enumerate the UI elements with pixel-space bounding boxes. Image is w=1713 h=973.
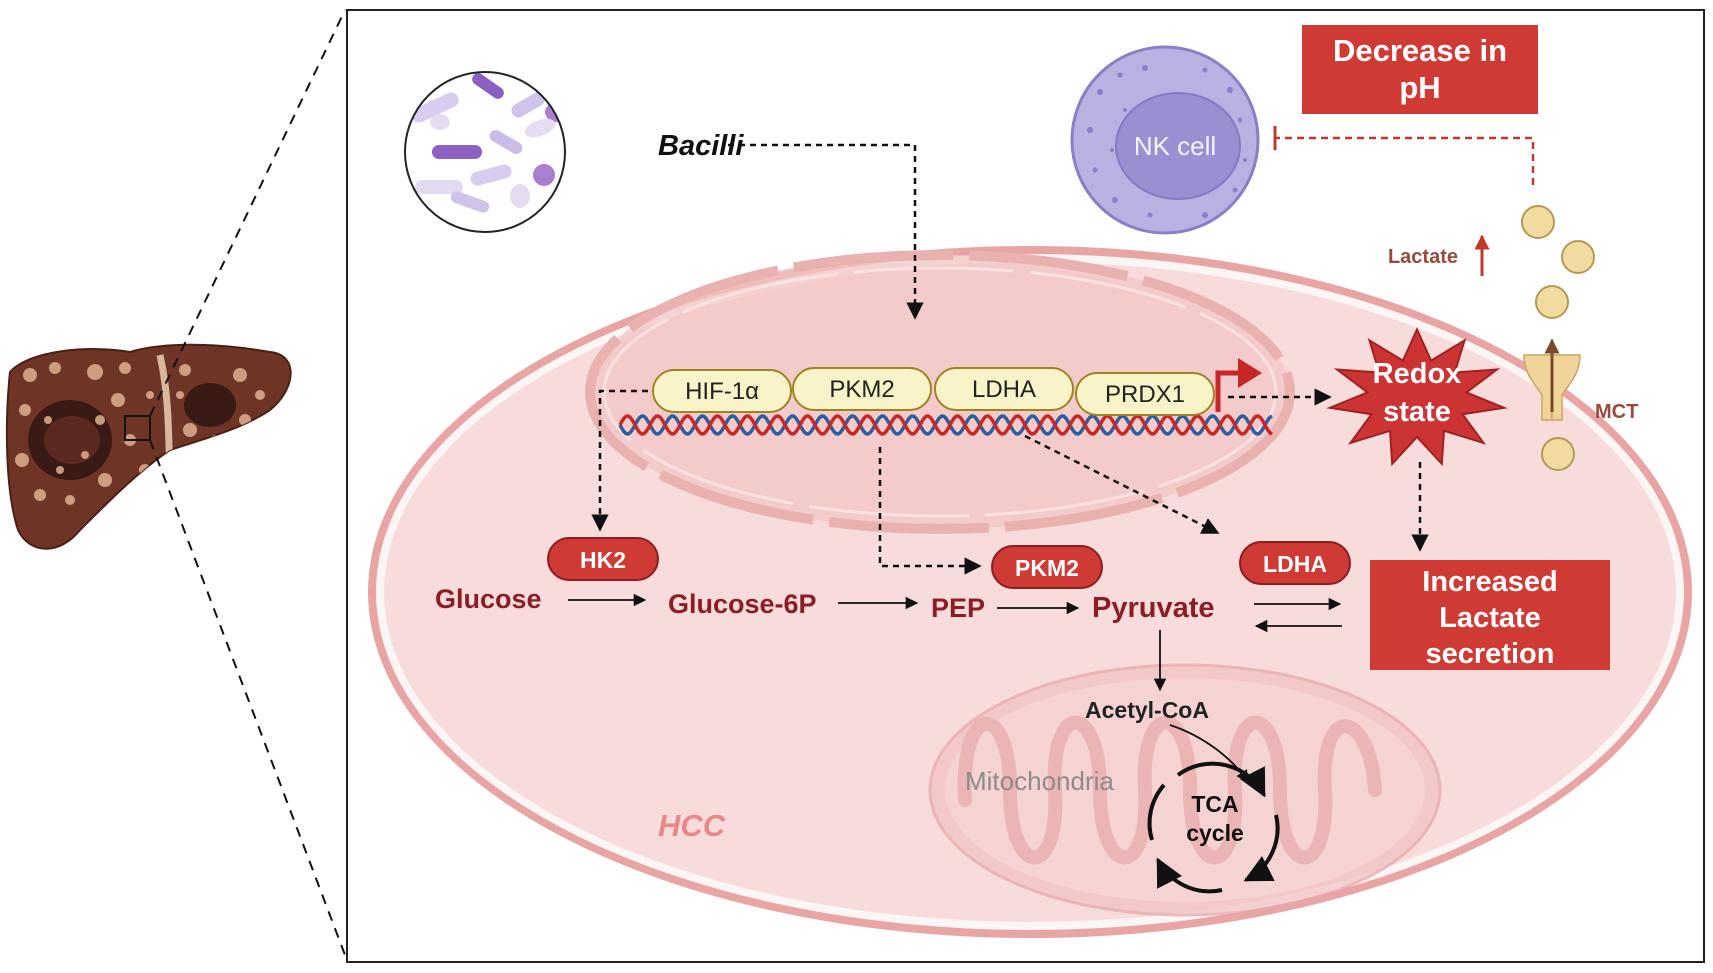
- bacilli-to-genes-arrow: [728, 143, 924, 320]
- tca-line1: TCA: [1191, 791, 1238, 817]
- ldha-gene-to-enzyme-arrow: [1024, 434, 1220, 535]
- zoom-line-top: [149, 9, 346, 417]
- gene-ldha-label: LDHA: [972, 376, 1036, 403]
- enzyme-pkm2: PKM2: [991, 545, 1103, 589]
- gene-ldha: LDHA: [934, 367, 1074, 411]
- bacteria-circle-icon: [404, 71, 566, 233]
- decrease-ph-line1: Decrease in: [1333, 33, 1507, 68]
- zoom-frame: [346, 9, 1705, 963]
- gene-prdx1-label: PRDX1: [1105, 381, 1185, 408]
- decrease-ph-line2: pH: [1399, 70, 1440, 105]
- mct-transporter-icon: [1523, 338, 1581, 421]
- increased-lactate-box: Increased Lactate secretion: [1370, 560, 1610, 670]
- glucose-label: Glucose: [435, 584, 542, 614]
- nk-cell-label: NK cell: [1134, 131, 1216, 161]
- gene-prdx1: PRDX1: [1075, 372, 1215, 416]
- tca-line2: cycle: [1186, 820, 1244, 846]
- acetyl-coa-label: Acetyl-CoA: [1085, 697, 1209, 723]
- enzyme-ldha: LDHA: [1239, 541, 1351, 585]
- dna-helix-icon: [618, 414, 1273, 436]
- redox-line1: Redox: [1373, 358, 1462, 390]
- gene-hif1a: HIF-1α: [652, 369, 792, 413]
- mitochondria-icon: [928, 663, 1442, 917]
- tca-cycle-icon: TCA cycle: [1147, 761, 1280, 894]
- lactate-molecules: [1521, 205, 1595, 471]
- increased-lactate-line1: Increased: [1422, 566, 1557, 598]
- liver-icon: [5, 343, 292, 550]
- hcc-label: HCC: [658, 808, 726, 843]
- glucose6p-label: Glucose-6P: [668, 589, 817, 619]
- redox-line2: state: [1383, 396, 1451, 428]
- mitochondria-label: Mitochondria: [965, 766, 1114, 796]
- increased-lactate-line2: Lactate: [1439, 602, 1541, 634]
- enzyme-ldha-label: LDHA: [1263, 551, 1327, 577]
- gene-pkm2-label: PKM2: [829, 376, 894, 403]
- zoom-line-bottom: [149, 439, 346, 956]
- pyruvate-label: Pyruvate: [1092, 592, 1215, 624]
- enzyme-hk2: HK2: [547, 537, 659, 581]
- pep-label: PEP: [931, 593, 985, 623]
- hif1a-to-hk2-arrow: [591, 389, 648, 532]
- redox-star-icon: Redox state: [1326, 326, 1508, 467]
- gene-pkm2: PKM2: [792, 367, 932, 411]
- decrease-ph-box: Decrease in pH: [1302, 25, 1538, 114]
- gene-hif1a-label: HIF-1α: [685, 378, 759, 405]
- mct-label: MCT: [1595, 401, 1638, 423]
- transcription-arrow-icon: [1215, 358, 1262, 412]
- enzyme-hk2-label: HK2: [580, 547, 626, 573]
- increased-lactate-line3: secretion: [1426, 638, 1555, 670]
- lactate-label: Lactate: [1388, 246, 1458, 268]
- nk-cell-icon: NK cell: [1070, 45, 1260, 235]
- inhibition-arrow: [1273, 126, 1535, 185]
- zoom-region-box: [124, 415, 151, 441]
- enzyme-pkm2-label: PKM2: [1015, 555, 1079, 581]
